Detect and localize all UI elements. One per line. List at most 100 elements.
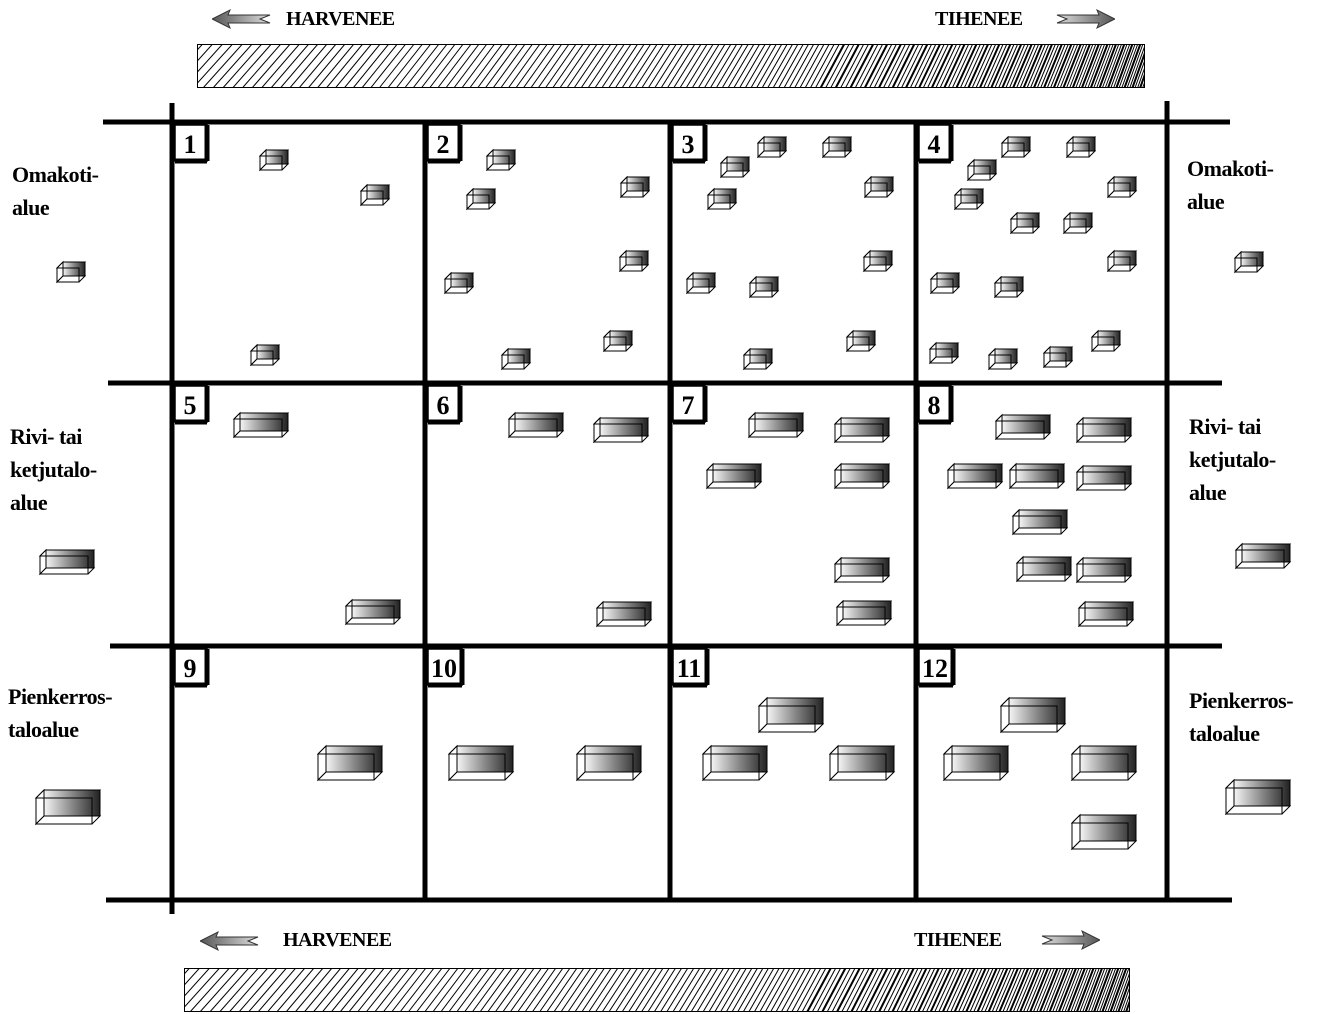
building-icon: [749, 413, 803, 437]
building-icon: [449, 746, 513, 780]
building-icon: [837, 601, 891, 625]
building-icon: [823, 137, 851, 157]
bottom-left-arrow-icon: [200, 930, 260, 952]
building-icon: [594, 418, 648, 442]
building-icon: [707, 464, 761, 488]
cell-number-text: 1: [184, 130, 197, 159]
cell-number-5: 5: [175, 386, 207, 422]
building-icon: [1108, 177, 1136, 197]
cell-number-2: 2: [428, 125, 460, 161]
building-icon: [597, 602, 651, 626]
building-icon: [1079, 602, 1133, 626]
building-icon: [234, 413, 288, 437]
cell-number-text: 7: [682, 391, 695, 420]
building-icon: [931, 273, 959, 293]
building-icon: [1077, 558, 1131, 582]
building-icon: [467, 189, 495, 209]
building-icon: [1072, 815, 1136, 849]
bottom-scale-right-label: TIHENEE: [914, 929, 1002, 952]
building-icon: [604, 331, 632, 351]
building-icon: [744, 349, 772, 369]
building-icon: [1072, 746, 1136, 780]
cell-number-text: 8: [928, 391, 941, 420]
cell-number-8: 8: [919, 386, 951, 422]
building-icon: [703, 746, 767, 780]
building-icon: [955, 189, 983, 209]
building-icon: [758, 137, 786, 157]
building-icon: [1017, 557, 1071, 581]
building-icon: [1044, 347, 1072, 367]
cell-number-text: 11: [677, 654, 702, 683]
building-icon: [1011, 213, 1039, 233]
cell-number-6: 6: [428, 386, 460, 422]
building-icon: [1010, 464, 1064, 488]
building-icon: [1077, 418, 1131, 442]
building-icon: [1002, 137, 1030, 157]
building-icon: [502, 349, 530, 369]
building-icon: [996, 415, 1050, 439]
cell-number-12: 12: [919, 649, 953, 685]
cell-number-text: 9: [184, 654, 197, 683]
building-icon: [948, 464, 1002, 488]
building-icon: [346, 600, 400, 624]
building-icon: [509, 413, 563, 437]
building-icon: [36, 790, 100, 824]
building-icon: [759, 698, 823, 732]
building-icon: [1067, 137, 1095, 157]
building-icon: [1236, 544, 1290, 568]
building-icon: [577, 746, 641, 780]
building-icon: [40, 550, 94, 574]
bottom-density-bar: [184, 968, 1130, 1012]
cell-number-11: 11: [673, 649, 707, 685]
cell-number-text: 10: [431, 654, 457, 683]
cell-number-text: 2: [437, 130, 450, 159]
bottom-right-arrow-icon: [1040, 929, 1100, 951]
building-icon: [621, 177, 649, 197]
building-icon: [1092, 331, 1120, 351]
building-icon: [835, 558, 889, 582]
building-icon: [835, 418, 889, 442]
bottom-scale-left-label: HARVENEE: [283, 929, 392, 952]
building-icon: [57, 262, 85, 282]
cell-number-1: 1: [175, 125, 207, 161]
building-icon: [1013, 510, 1067, 534]
cell-number-9: 9: [175, 649, 207, 685]
building-icon: [847, 331, 875, 351]
building-icon: [620, 251, 648, 271]
building-icon: [930, 343, 958, 363]
building-icon: [995, 277, 1023, 297]
cell-number-4: 4: [919, 125, 951, 161]
building-icon: [361, 185, 389, 205]
cell-number-text: 6: [437, 391, 450, 420]
building-icon: [944, 746, 1008, 780]
building-icon: [1064, 213, 1092, 233]
cell-number-3: 3: [673, 125, 705, 161]
building-icon: [1235, 252, 1263, 272]
building-icon: [1077, 466, 1131, 490]
building-icon: [445, 273, 473, 293]
building-icon: [750, 277, 778, 297]
building-icon: [1001, 698, 1065, 732]
building-icon: [251, 345, 279, 365]
cell-number-text: 4: [928, 130, 941, 159]
cell-number-10: 10: [428, 649, 462, 685]
cell-number-text: 3: [682, 130, 695, 159]
building-icon: [708, 189, 736, 209]
building-icon: [864, 251, 892, 271]
building-icon: [687, 273, 715, 293]
building-icon: [318, 746, 382, 780]
building-icon: [487, 150, 515, 170]
building-icon: [1108, 251, 1136, 271]
building-icon: [835, 464, 889, 488]
building-icon: [830, 746, 894, 780]
building-icon: [865, 177, 893, 197]
cell-number-text: 5: [184, 391, 197, 420]
cell-number-text: 12: [922, 654, 948, 683]
building-icon: [721, 157, 749, 177]
cell-number-7: 7: [673, 386, 705, 422]
building-icon: [260, 150, 288, 170]
building-icon: [1226, 780, 1290, 814]
building-icon: [968, 160, 996, 180]
building-icon: [989, 349, 1017, 369]
